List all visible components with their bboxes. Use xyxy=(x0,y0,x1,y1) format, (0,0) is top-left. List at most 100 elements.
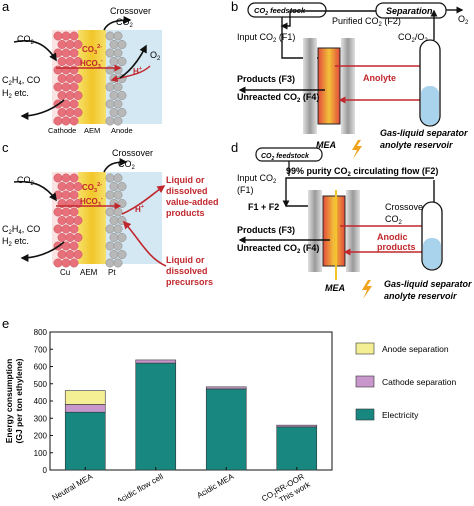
electrode-particles xyxy=(53,173,127,268)
separator-label-line1: Gas-liquid separator xyxy=(380,128,468,138)
products-label-line2: H2 etc. xyxy=(2,88,29,100)
y-tick-label: 100 xyxy=(34,449,48,458)
y-tick-label: 400 xyxy=(34,397,48,406)
crossover-co2-label: CO2 xyxy=(118,159,136,171)
purified-label: Purified CO2 (F2) xyxy=(332,16,401,28)
value-added-line2: dissolved xyxy=(166,186,208,196)
cathode-particle xyxy=(69,31,79,41)
unreacted-label: Unreacted CO2 (F4) xyxy=(237,92,319,104)
anode-particle xyxy=(105,31,115,41)
power-icon xyxy=(352,140,362,159)
anode-particle xyxy=(117,108,127,117)
anode-particle xyxy=(117,57,127,66)
cathode-particle xyxy=(65,57,75,66)
cathode-particle xyxy=(53,173,63,183)
separation-label: Separation xyxy=(386,6,433,16)
co2-inlet-arrow xyxy=(13,180,57,202)
cathode-particle xyxy=(57,57,67,66)
cathode-particle xyxy=(65,216,75,225)
bar-segment xyxy=(205,386,247,390)
co2-inlet-label: CO2 xyxy=(17,34,35,46)
anode-particle xyxy=(105,258,115,268)
mea-core xyxy=(317,47,341,125)
anode-particle xyxy=(105,82,115,92)
anode-particle xyxy=(105,99,115,109)
cathode-particle xyxy=(65,108,75,117)
products-label: Products (F3) xyxy=(237,74,295,84)
precursor-arrow xyxy=(122,220,167,267)
x-tick-label: Acidic flow cell xyxy=(115,472,165,501)
bicarbonate-label: HCO3- xyxy=(80,196,103,208)
anode-particle xyxy=(113,82,123,92)
bar-segment xyxy=(276,424,318,428)
anodic-label-line2: products xyxy=(377,242,416,252)
cathode-particle xyxy=(61,258,71,268)
cathode-particle xyxy=(61,207,71,217)
o2-label: O2 xyxy=(458,14,469,26)
aem-label: AEM xyxy=(84,126,100,135)
cathode-particle xyxy=(57,108,67,117)
anode-particle xyxy=(113,99,123,109)
crossover-arrow xyxy=(103,16,132,31)
cathode-particle xyxy=(73,182,83,191)
mea-plate-left xyxy=(308,190,322,272)
anode-particle xyxy=(113,173,123,183)
aem-label: AEM xyxy=(80,268,98,277)
anode-particle xyxy=(117,40,127,49)
carbonate-label: CO32- xyxy=(82,44,102,56)
bar-segment xyxy=(135,359,177,364)
anode-particle xyxy=(105,65,115,75)
anode-particle xyxy=(105,116,115,126)
anode-particle xyxy=(109,182,119,191)
power-icon xyxy=(362,280,372,299)
anode-particle xyxy=(113,190,123,200)
anodic-label-line1: Anodic xyxy=(377,232,408,242)
cathode-particle xyxy=(53,48,63,58)
cathode-particle xyxy=(73,233,83,242)
cathode-particle xyxy=(61,48,71,58)
anode-particle xyxy=(105,48,115,58)
y-tick-label: 800 xyxy=(34,328,48,337)
unreacted-label: Unreacted CO2 (F4) xyxy=(237,243,319,255)
cathode-particle xyxy=(53,258,63,268)
crossover-co2-label: CO2 xyxy=(116,17,134,29)
cathode-particle xyxy=(73,91,83,100)
crossover-label: Crossover xyxy=(112,148,153,158)
cathode-particle xyxy=(57,216,67,225)
cathode-particle xyxy=(57,250,67,259)
cathode-particle xyxy=(53,207,63,217)
legend-swatch xyxy=(355,408,375,421)
o2-label: O2 xyxy=(150,50,161,62)
bar-segment xyxy=(205,388,247,471)
cathode-particle xyxy=(57,74,67,83)
anode-particle xyxy=(109,108,119,117)
cathode-particle xyxy=(65,250,75,259)
bar-segment xyxy=(276,426,318,471)
legend-label: Electricity xyxy=(382,410,419,420)
cathode-particle xyxy=(61,65,71,75)
y-tick-label: 700 xyxy=(34,345,48,354)
anode-particle xyxy=(105,207,115,217)
anode-particle xyxy=(109,57,119,66)
mea-label: MEA xyxy=(316,140,336,150)
value-added-arrow xyxy=(121,185,166,215)
anode-particle xyxy=(117,182,127,191)
anode-particle xyxy=(113,65,123,75)
y-tick-label: 500 xyxy=(34,380,48,389)
cathode-particle xyxy=(69,207,79,217)
y-axis-label-line2: (GJ per ton ethylene) xyxy=(14,358,24,443)
panel-a: a CO2 C2H4, CO H2 etc. Crossover CO2 CO3… xyxy=(2,0,162,135)
reservoir-liquid xyxy=(423,238,441,269)
cathode-particle xyxy=(65,182,75,191)
legend-label: Cathode separation xyxy=(382,377,456,387)
co2-inlet-label: CO2 xyxy=(17,175,35,187)
anode-particle xyxy=(109,233,119,242)
aem-membrane xyxy=(78,30,106,124)
anode-particle xyxy=(109,91,119,100)
cathode-particle xyxy=(69,241,79,251)
cathode-particle xyxy=(73,250,83,259)
y-tick-label: 200 xyxy=(34,432,48,441)
cathode-particle xyxy=(53,31,63,41)
mea-plate-right xyxy=(346,190,360,272)
bar-segment xyxy=(64,404,106,413)
